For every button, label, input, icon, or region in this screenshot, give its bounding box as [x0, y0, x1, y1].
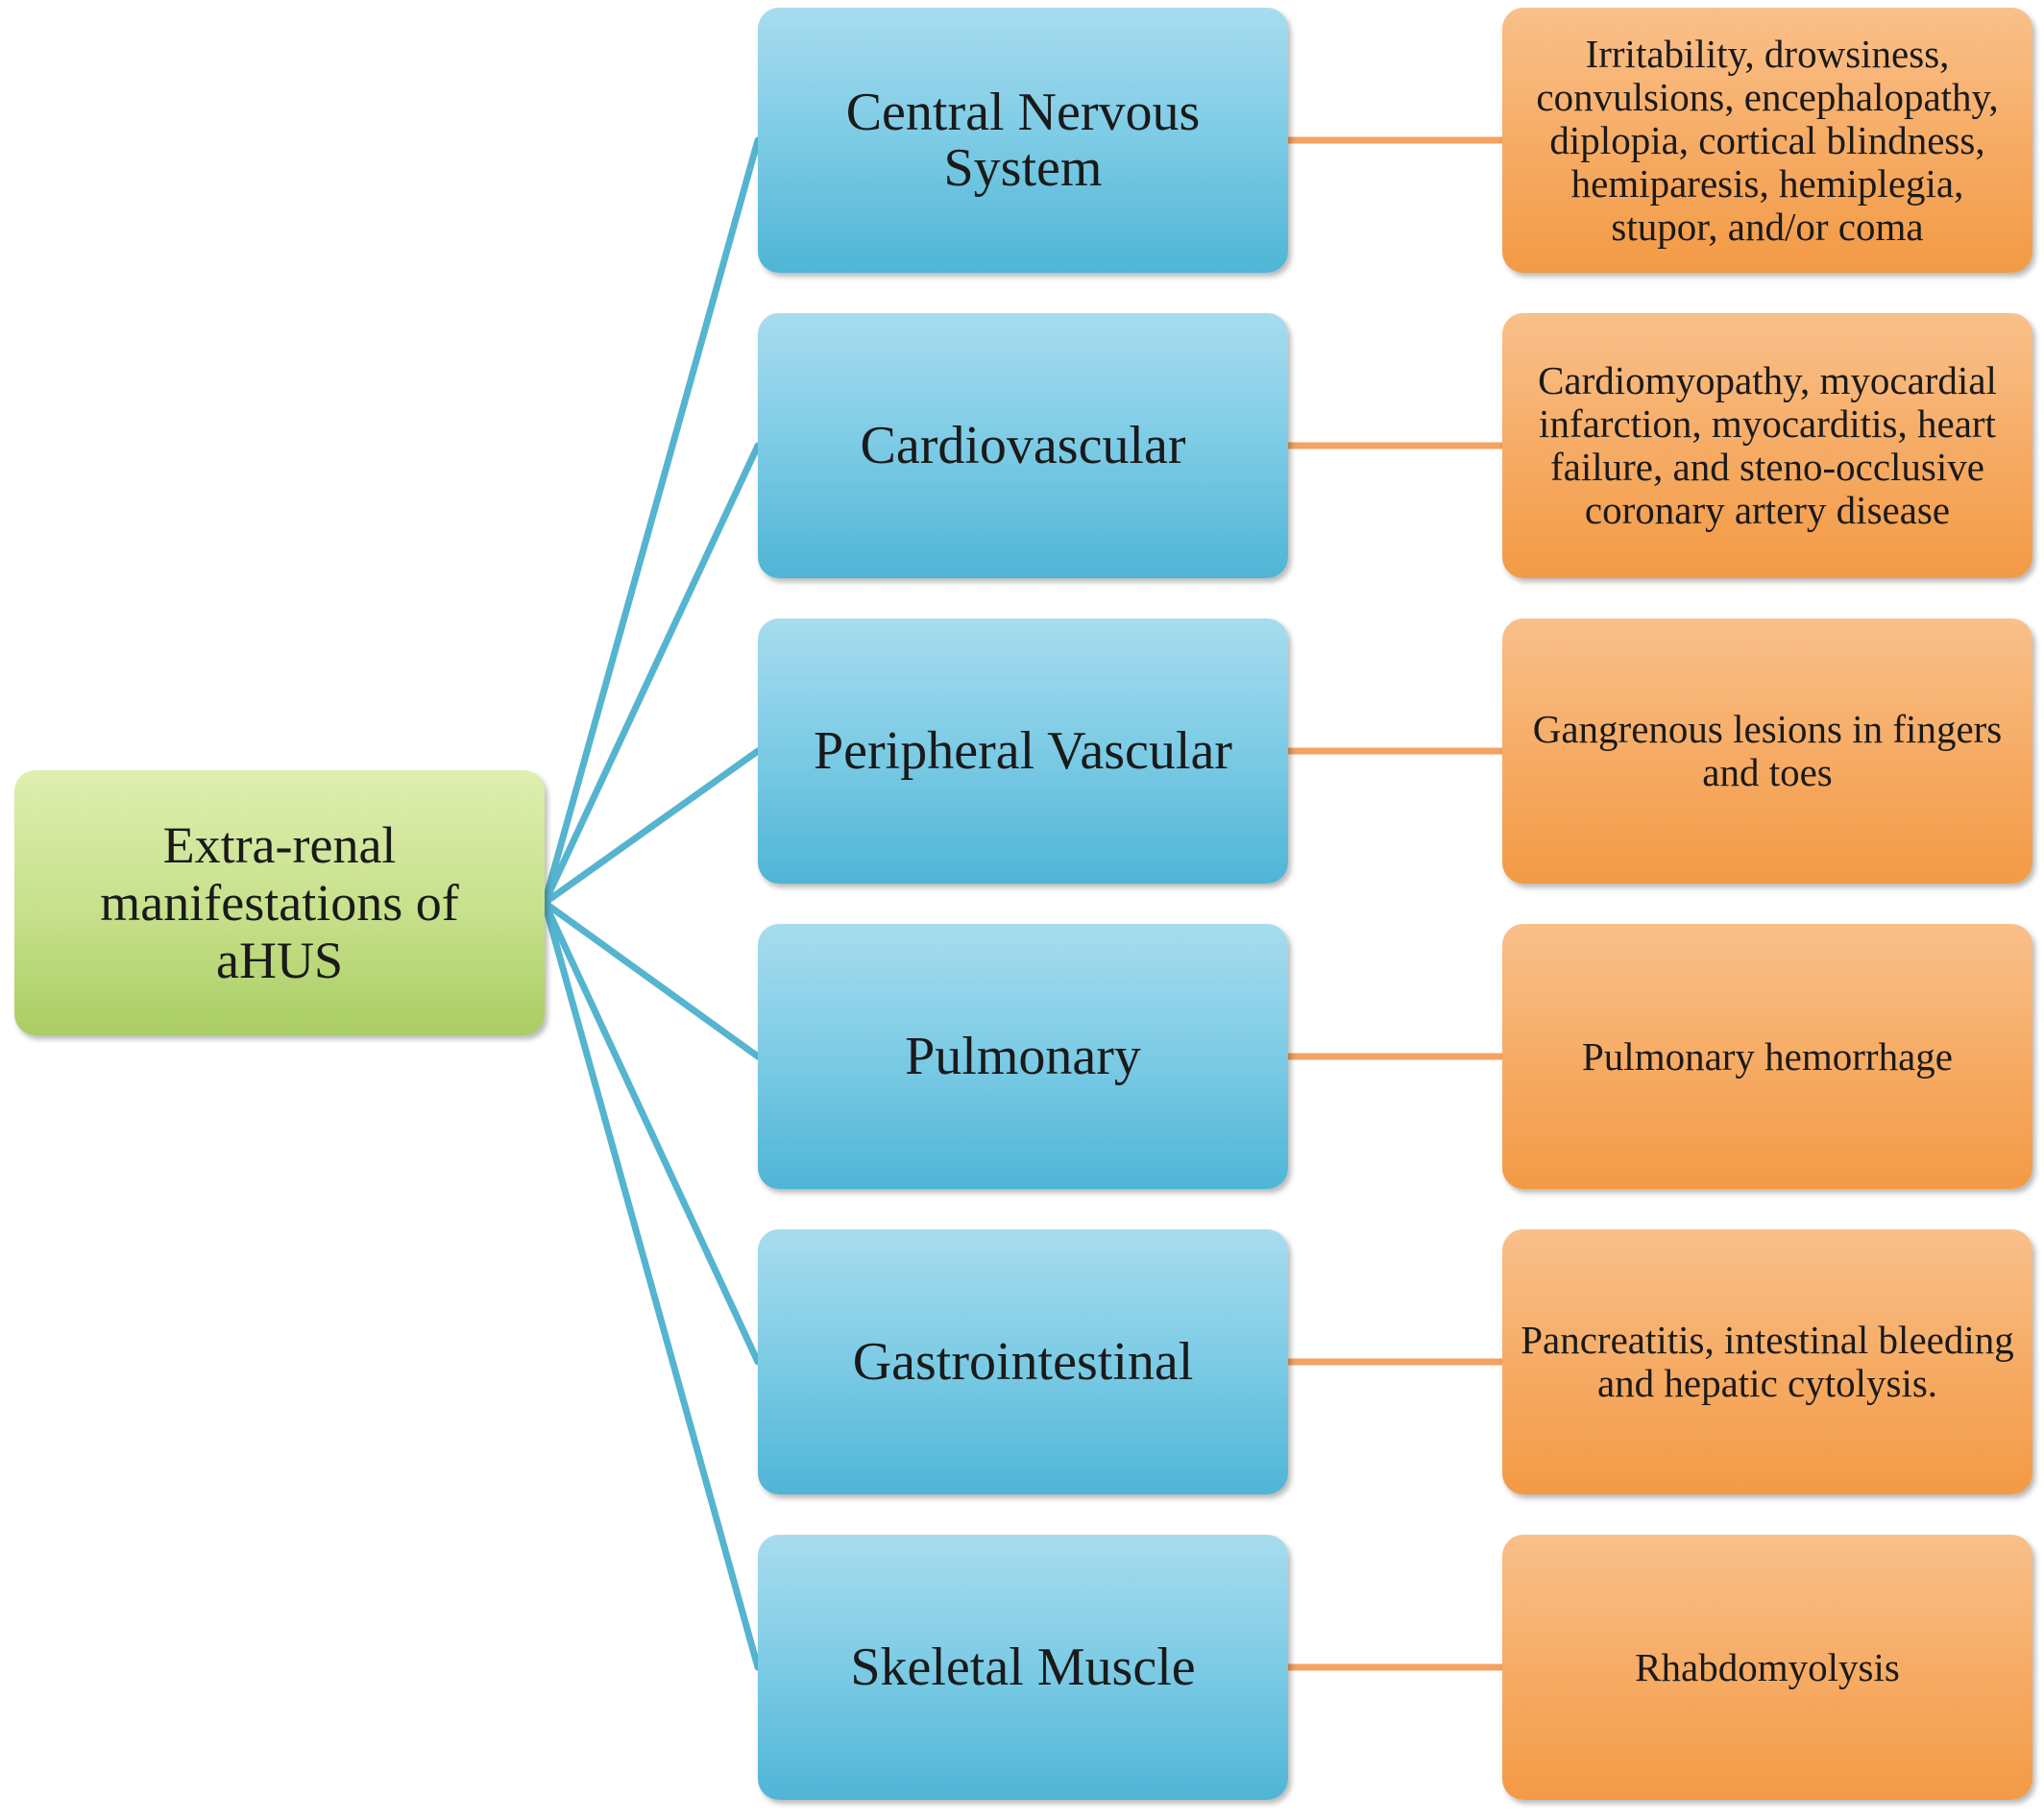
root-connector-line — [541, 899, 762, 1671]
category-label: Cardiovascular — [860, 416, 1186, 475]
category-label: Pulmonary — [905, 1027, 1141, 1086]
detail-node-skeletal-muscle: Rhabdomyolysis — [1502, 1535, 2032, 1800]
detail-node-central-nervous-system: Irritability, drowsiness, convulsions, e… — [1502, 8, 2032, 273]
detail-node-pulmonary: Pulmonary hemorrhage — [1502, 924, 2032, 1189]
root-node: Extra-renal manifestations of aHUS — [14, 770, 545, 1035]
detail-label: Cardiomyopathy, myocardial infarction, m… — [1538, 358, 1997, 532]
detail-label: Irritability, drowsiness, convulsions, e… — [1536, 31, 1999, 249]
detail-label: Rhabdomyolysis — [1635, 1644, 1900, 1689]
root-connector-line — [541, 442, 762, 907]
category-node-central-nervous-system: Central Nervous System — [758, 8, 1288, 273]
category-node-cardiovascular: Cardiovascular — [758, 313, 1288, 578]
detail-label: Gangrenous lesions in fingers and toes — [1532, 707, 2003, 794]
category-node-gastrointestinal: Gastrointestinal — [758, 1229, 1288, 1494]
root-connector-line — [541, 899, 762, 1060]
detail-node-cardiovascular: Cardiomyopathy, myocardial infarction, m… — [1502, 313, 2032, 578]
root-connector-line — [541, 899, 762, 1366]
category-node-pulmonary: Pulmonary — [758, 924, 1288, 1189]
category-node-skeletal-muscle: Skeletal Muscle — [758, 1535, 1288, 1800]
root-connector-line — [541, 136, 762, 907]
detail-node-peripheral-vascular: Gangrenous lesions in fingers and toes — [1502, 619, 2032, 884]
detail-label: Pancreatitis, intestinal bleeding and he… — [1521, 1318, 2014, 1405]
root-label: Extra-renal manifestations of aHUS — [100, 816, 459, 989]
category-label: Peripheral Vascular — [814, 721, 1232, 781]
category-label: Central Nervous System — [845, 83, 1201, 198]
root-connector-line — [541, 747, 762, 907]
detail-node-gastrointestinal: Pancreatitis, intestinal bleeding and he… — [1502, 1229, 2032, 1494]
category-label: Gastrointestinal — [852, 1332, 1194, 1392]
category-label: Skeletal Muscle — [850, 1638, 1196, 1697]
category-node-peripheral-vascular: Peripheral Vascular — [758, 619, 1288, 884]
detail-label: Pulmonary hemorrhage — [1582, 1033, 1953, 1079]
